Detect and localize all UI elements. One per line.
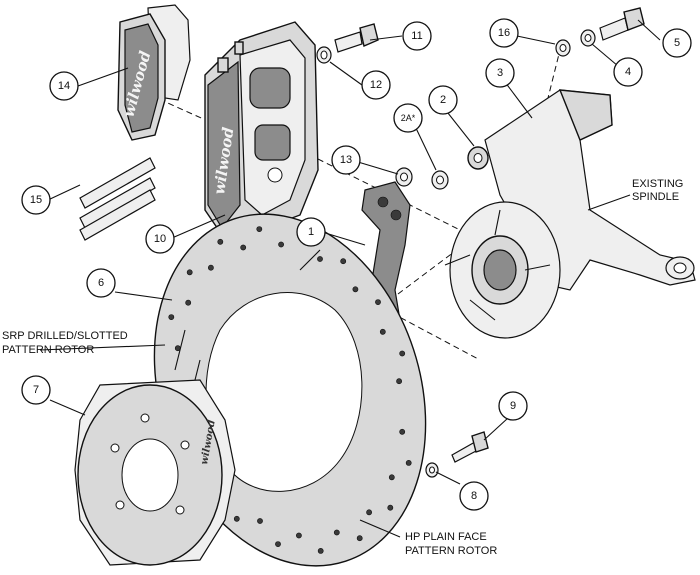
callout-9: 9 — [498, 391, 528, 421]
hp-rotor-label-line1: HP PLAIN FACE — [405, 531, 487, 543]
text-labels: EXISTING SPINDLE SRP DRILLED/SLOTTED PAT… — [2, 178, 683, 557]
svg-text:2: 2 — [440, 94, 446, 106]
svg-text:5: 5 — [674, 37, 680, 49]
svg-text:11: 11 — [411, 30, 422, 42]
spindle-label-line1: EXISTING — [632, 178, 683, 190]
hp-rotor-label-line2: PATTERN ROTOR — [405, 545, 497, 557]
svg-text:9: 9 — [510, 400, 516, 412]
svg-text:8: 8 — [471, 490, 477, 502]
rotor-drill-hole — [185, 299, 192, 306]
callout-16: 16 — [489, 18, 519, 48]
spindle-label-line2: SPINDLE — [632, 191, 679, 203]
rotor-drill-hole — [275, 541, 281, 547]
rotor-drill-hole — [333, 529, 340, 536]
svg-text:10: 10 — [154, 233, 166, 245]
svg-text:4: 4 — [625, 66, 631, 78]
svg-text:16: 16 — [498, 27, 510, 39]
rotor-drill-hole — [317, 256, 323, 262]
pad-clips — [79, 157, 156, 241]
callout-12: 12 — [361, 70, 391, 100]
callout-8: 8 — [459, 481, 489, 511]
rotor-drill-hole — [207, 264, 214, 271]
rotor-drill-hole — [278, 241, 284, 248]
callout-2: 2 — [428, 85, 458, 115]
callouts: 11 12 14 15 10 1 13 2A* 2 3 16 4 5 6 7 9… — [21, 18, 692, 511]
srp-rotor-label-line2: PATTERN ROTOR — [2, 344, 94, 356]
rotor-drill-hole — [295, 532, 302, 539]
rotor-drill-hole — [256, 226, 263, 232]
rotor-drill-hole — [379, 328, 386, 335]
svg-text:7: 7 — [33, 384, 39, 396]
svg-text:14: 14 — [58, 80, 70, 92]
caliper: wilwood — [204, 21, 319, 236]
rotor-drill-hole — [217, 238, 224, 245]
hat-bolt-washer — [425, 431, 489, 478]
rotor-hat: wilwood — [74, 379, 236, 566]
rotor-drill-hole — [352, 286, 359, 293]
callout-3: 3 — [485, 58, 515, 88]
rotor-drill-hole — [233, 515, 240, 522]
svg-text:3: 3 — [497, 67, 503, 79]
callout-1: 1 — [296, 217, 326, 247]
rotor-drill-hole — [317, 548, 324, 554]
callout-14: 14 — [49, 71, 79, 101]
callout-11: 11 — [402, 21, 432, 51]
rotor-drill-hole — [396, 378, 402, 385]
svg-text:15: 15 — [30, 194, 42, 206]
rotor-drill-hole — [257, 518, 263, 524]
callout-6: 6 — [86, 268, 116, 298]
rotor-drill-hole — [375, 299, 381, 305]
rotor-drill-hole — [340, 258, 347, 265]
rotor-drill-hole — [240, 244, 247, 251]
spindle-bolt-washers — [555, 7, 645, 57]
svg-text:1: 1 — [308, 226, 314, 238]
callout-13: 13 — [331, 145, 361, 175]
callout-leaders — [39, 19, 661, 538]
caliper-bolt-washer — [316, 23, 379, 64]
callout-5: 5 — [662, 28, 692, 58]
rotor-drill-hole — [168, 314, 175, 320]
callout-2a: 2A* — [393, 103, 423, 133]
callout-15: 15 — [21, 185, 51, 215]
rotor-drill-hole — [399, 350, 406, 357]
callout-4: 4 — [613, 57, 643, 87]
rotor-drill-hole — [366, 509, 372, 516]
svg-text:6: 6 — [98, 277, 104, 289]
srp-rotor-label-line1: SRP DRILLED/SLOTTED — [2, 330, 128, 342]
existing-spindle — [444, 89, 696, 339]
rotor-drill-hole — [399, 428, 406, 435]
callout-10: 10 — [145, 224, 175, 254]
svg-text:2A*: 2A* — [401, 113, 416, 123]
rotor-drill-hole — [388, 474, 395, 481]
callout-7: 7 — [21, 375, 51, 405]
rotor-drill-hole — [356, 535, 363, 542]
svg-text:12: 12 — [370, 79, 382, 91]
brake-pads: wilwood — [117, 4, 191, 141]
rotor-drill-hole — [387, 504, 394, 511]
rotor-drill-hole — [405, 459, 412, 466]
rotor-drill-hole — [186, 269, 193, 276]
svg-text:13: 13 — [340, 154, 352, 166]
